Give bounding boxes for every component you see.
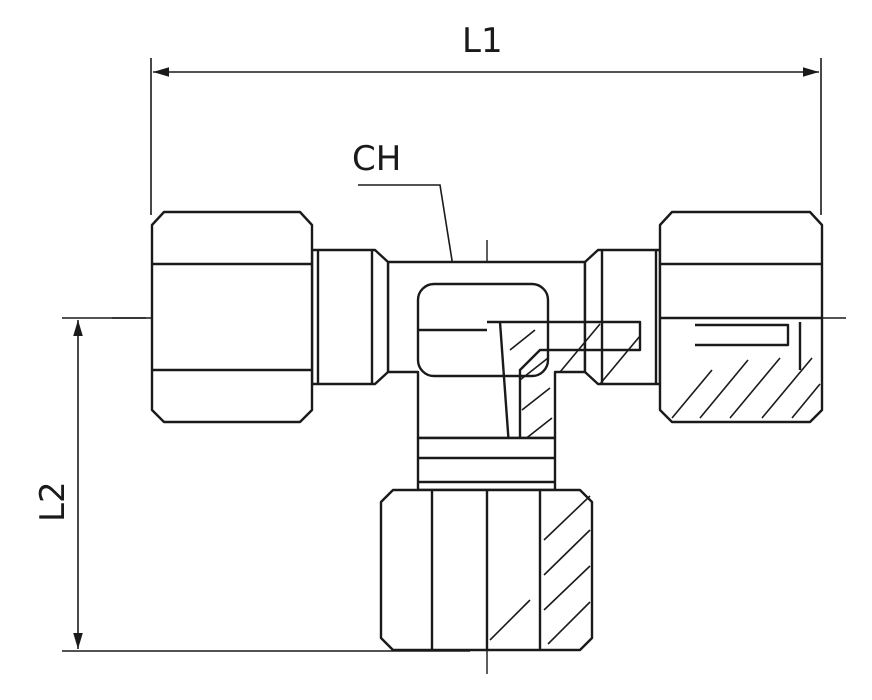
dimension-l2: L2 <box>33 317 470 652</box>
dimension-label-l2: L2 <box>33 481 73 522</box>
right-nut <box>559 210 824 424</box>
bottom-nut <box>379 436 594 652</box>
label-ch: CH <box>352 139 401 179</box>
dimension-l1: L1 <box>150 21 822 215</box>
ch-leader: CH <box>352 139 459 299</box>
bottom-section-hatch <box>489 495 591 645</box>
right-section-hatch <box>559 323 821 419</box>
dimension-label-l1: L1 <box>462 21 503 61</box>
left-nut <box>150 210 390 424</box>
tee-body <box>386 260 587 440</box>
